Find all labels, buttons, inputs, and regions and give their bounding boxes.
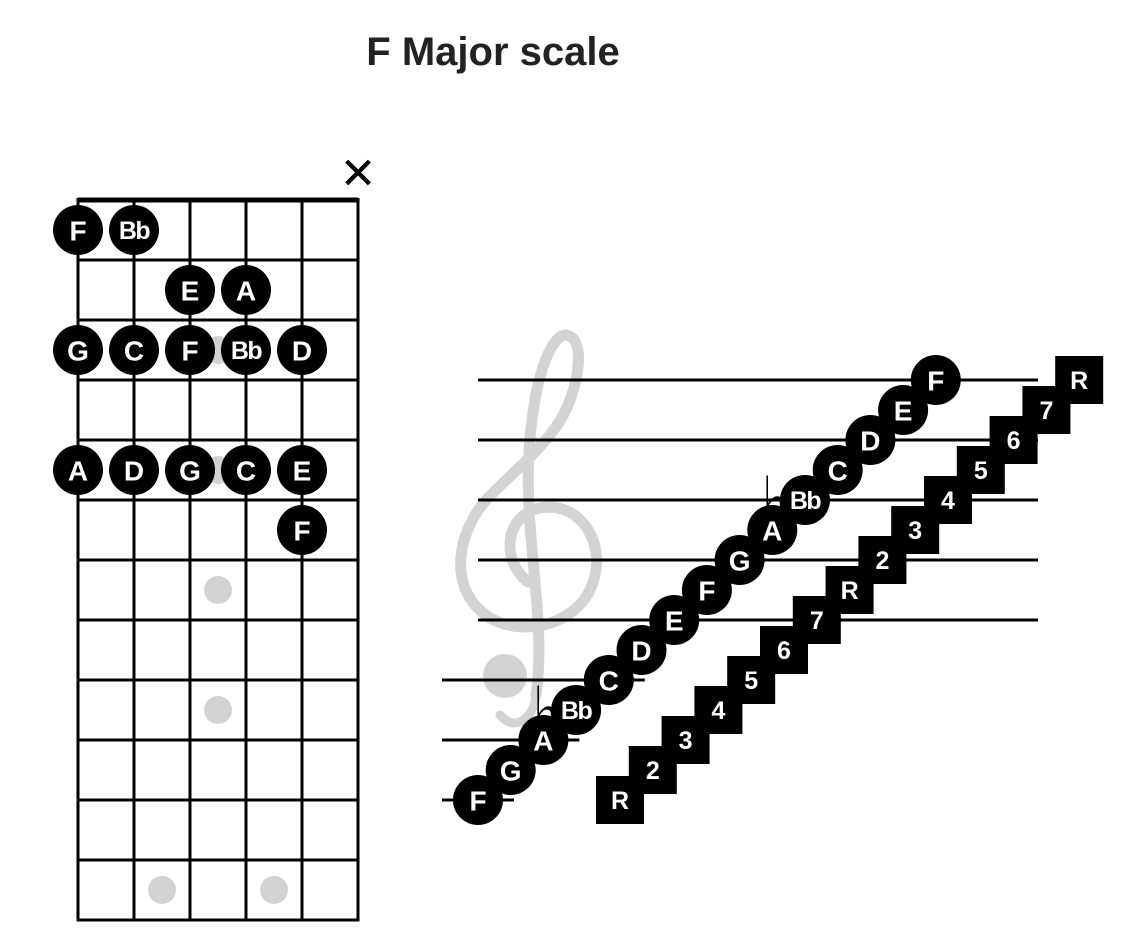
fretboard-note-label: F <box>69 216 86 247</box>
scale-degree-label: 7 <box>1039 397 1053 425</box>
fretboard-note-label: C <box>124 336 144 367</box>
fretboard-note-dot <box>165 265 215 315</box>
fretboard-note-label: D <box>124 456 144 487</box>
staff-note-label: A <box>533 726 553 757</box>
staff-note-label: E <box>894 396 913 427</box>
diagram-title: F Major scale <box>366 30 620 74</box>
scale-degree-label: 3 <box>679 727 693 755</box>
staff-note-label: Bb <box>561 697 593 725</box>
fretboard-note-label: F <box>293 516 310 547</box>
fretboard-note-label: E <box>181 276 200 307</box>
staff-note-label: F <box>698 576 715 607</box>
scale-degree-label: 3 <box>908 517 922 545</box>
fretboard-note-dot <box>53 205 103 255</box>
staff-note-dot <box>714 535 765 585</box>
fretboard-note-label: Bb <box>119 217 151 245</box>
staff-note-dot <box>780 475 830 525</box>
scale-degree-label: 7 <box>810 607 824 635</box>
fretboard-note-label: Bb <box>231 337 263 365</box>
scale-degree-label: R <box>841 577 859 605</box>
scale-degree-label: R <box>611 787 629 815</box>
staff-note-dot <box>616 625 667 675</box>
staff-note-dot <box>485 745 536 795</box>
fretboard-note-label: A <box>68 456 88 487</box>
scale-degree-label: 5 <box>974 457 988 485</box>
fretboard-note-dot <box>277 505 327 555</box>
fretboard-note-dot <box>53 445 103 495</box>
staff-note-dot <box>681 565 732 615</box>
scale-degree-label: 6 <box>1007 427 1021 455</box>
fret-inlay-marker <box>148 876 176 904</box>
staff-note-dot <box>812 445 863 495</box>
scale-degree-label: 2 <box>875 547 889 575</box>
fretboard-note-dot <box>109 205 159 255</box>
staff-note-dot <box>747 505 798 555</box>
staff-note-dot <box>583 655 634 705</box>
treble-clef-body <box>455 329 603 701</box>
fretboard-note-dot <box>109 325 159 375</box>
treble-clef-icon <box>455 329 603 728</box>
staff-note-label: F <box>927 366 944 397</box>
staff-note-dot <box>518 715 569 765</box>
fretboard-note-label: F <box>181 336 198 367</box>
staff-note-dot <box>453 775 503 825</box>
staff-note-label: C <box>828 456 848 487</box>
staff-note-dot <box>878 385 929 435</box>
muted-string-x-icon: ✕ <box>340 149 377 200</box>
fretboard-note-dot <box>165 445 215 495</box>
fretboard-note-dot <box>277 445 327 495</box>
treble-clef-dot <box>483 654 527 698</box>
staff-note-dot <box>551 685 602 735</box>
fretboard-note-dot <box>221 445 271 495</box>
staff-note-label: E <box>665 606 684 637</box>
scale-degree-label: 4 <box>711 697 725 725</box>
fretboard-note-label: A <box>236 276 256 307</box>
fret-inlay-marker <box>260 876 288 904</box>
staff-note-label: F <box>469 786 486 817</box>
staff-note-label: Bb <box>790 487 822 515</box>
scale-degree-label: 4 <box>941 487 955 515</box>
scale-degree-label: 5 <box>744 667 758 695</box>
fretboard-note-label: C <box>236 456 256 487</box>
treble-clef-tail <box>495 690 541 728</box>
fretboard-note-dot <box>165 325 215 375</box>
staff-note-dot <box>910 355 961 405</box>
fretboard-note-label: G <box>67 336 89 367</box>
staff-note-label: G <box>729 546 751 577</box>
staff-note-label: G <box>500 756 522 787</box>
fretboard-note-dot <box>277 325 327 375</box>
fretboard-note-label: G <box>179 456 201 487</box>
fret-inlay-marker <box>204 696 232 724</box>
staff-note-label: C <box>599 666 619 697</box>
staff-note-dot <box>649 595 700 645</box>
staff-note-label: D <box>860 426 880 457</box>
fret-inlay-marker <box>204 576 232 604</box>
staff-note-label: A <box>762 516 782 547</box>
scale-degree-box <box>1055 356 1104 404</box>
staff-note-dot <box>845 415 896 465</box>
staff-note-label: D <box>631 636 651 667</box>
fretboard-note-dot <box>221 265 271 315</box>
fretboard-note-dot <box>221 325 271 375</box>
fretboard-note-label: D <box>292 336 312 367</box>
scale-degree-label: R <box>1070 367 1088 395</box>
scale-degree-label: 2 <box>646 757 660 785</box>
fretboard-note-dot <box>53 325 103 375</box>
scale-degree-label: 6 <box>777 637 791 665</box>
fretboard-note-dot <box>109 445 159 495</box>
fretboard-note-label: E <box>293 456 312 487</box>
